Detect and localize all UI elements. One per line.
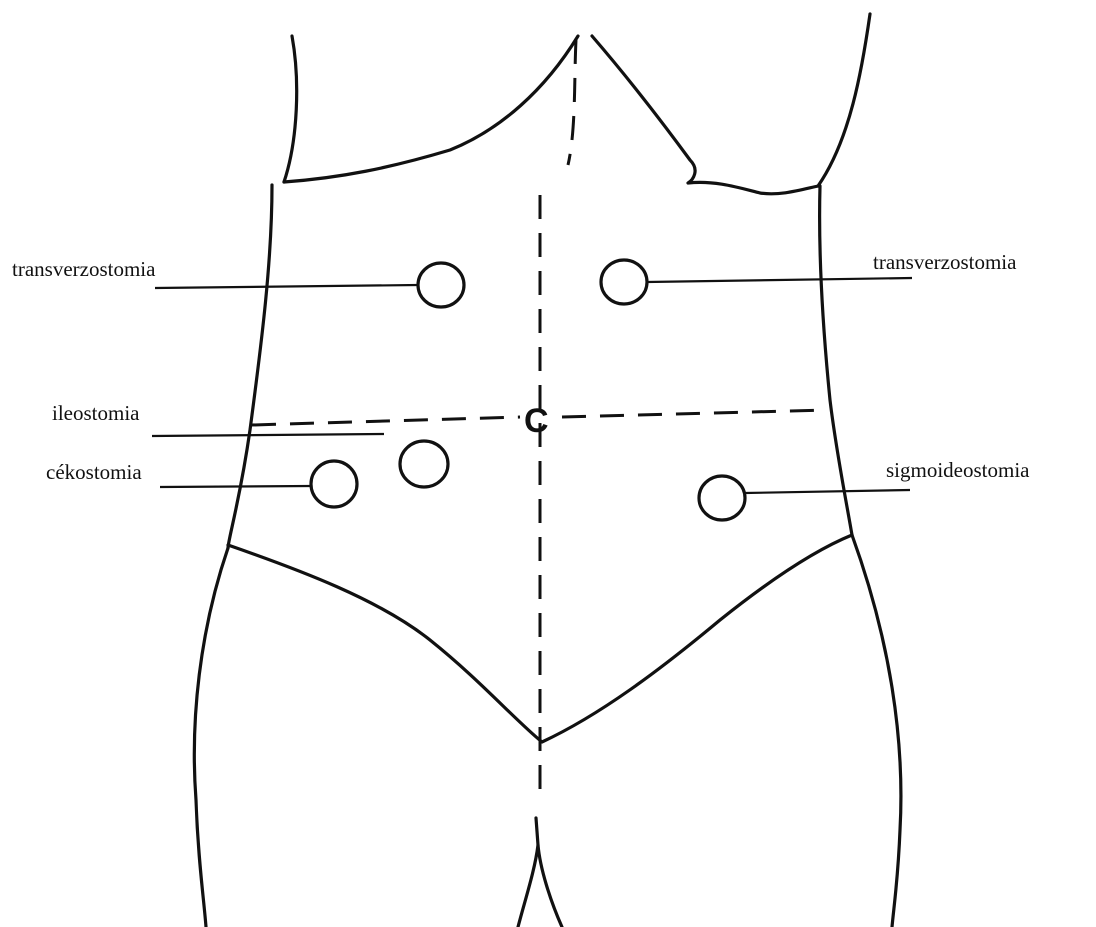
labels: transverzostomia transverzostomia ileost…: [12, 250, 1030, 484]
leader-sigmoideostomia: [745, 490, 910, 493]
center-point-label: C: [524, 402, 549, 440]
leader-ileostomia: [152, 434, 384, 436]
right-torso-side: [820, 186, 852, 535]
body-outline: [194, 14, 901, 927]
right-hip-outline: [852, 535, 901, 927]
label-transverz-right: transverzostomia: [873, 250, 1017, 274]
leg-gap-top: [536, 818, 538, 845]
stomas: [311, 260, 745, 520]
stoma-ileostomia: [400, 441, 448, 487]
neckline-left: [284, 36, 578, 182]
stoma-sigmoideostomia: [699, 476, 745, 520]
stoma-transverz-left: [418, 263, 464, 307]
left-torso-side: [228, 185, 272, 548]
label-sigmoideostomia: sigmoideostomia: [886, 458, 1030, 482]
label-transverz-left: transverzostomia: [12, 257, 156, 281]
label-ileostomia: ileostomia: [52, 401, 140, 425]
stoma-cekostomia: [311, 461, 357, 507]
leader-transverz-left: [155, 285, 418, 288]
right-arm-outline: [818, 14, 870, 186]
left-arm-outline: [284, 36, 297, 182]
label-cekostomia: cékostomia: [46, 460, 142, 484]
left-hip-outline: [194, 548, 228, 927]
vertical-midline-upper: [568, 40, 576, 165]
stoma-transverz-right: [601, 260, 647, 304]
neckline-right: [592, 36, 818, 194]
leader-cekostomia: [160, 486, 311, 487]
leg-gap: [518, 845, 562, 927]
leader-transverz-right: [647, 278, 912, 282]
